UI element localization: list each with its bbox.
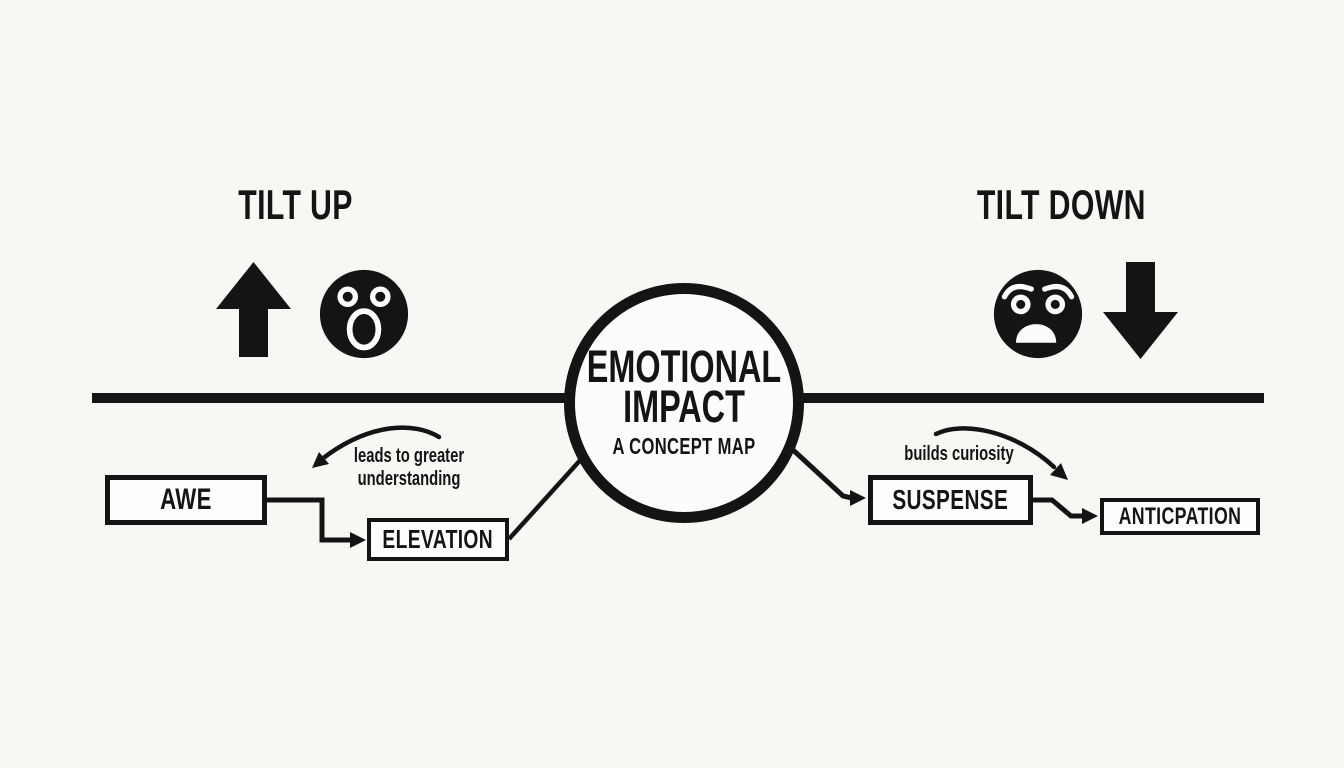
map-subtitle: A CONCEPT MAP — [612, 433, 756, 459]
builds-curiosity-annotation: builds curiosity — [849, 443, 1069, 466]
anguished-face-icon — [992, 268, 1084, 360]
leads-to-annotation-line2: understanding — [357, 468, 461, 490]
circle-to-suspense-arrowhead — [850, 490, 866, 506]
circle-text-block: EMOTIONAL IMPACT A CONCEPT MAP — [586, 341, 782, 459]
leads-to-annotation: leads to greater understanding — [299, 445, 519, 491]
node-elevation-label: ELEVATION — [382, 524, 494, 554]
surprised-face-icon — [318, 268, 410, 360]
awe-to-elevation-connector — [267, 497, 351, 543]
node-elevation: ELEVATION — [367, 518, 509, 561]
node-anticpation: ANTICPATION — [1100, 498, 1260, 535]
node-suspense: SUSPENSE — [868, 475, 1033, 525]
awe-to-elevation-arrowhead — [350, 532, 366, 548]
suspense-to-anticpation-connector — [1033, 497, 1084, 519]
up-arrow-icon — [216, 262, 291, 357]
map-title-line2: IMPACT — [623, 381, 745, 432]
tilt-down-heading-text: TILT DOWN — [976, 181, 1146, 228]
tilt-up-heading-text: TILT UP — [238, 181, 354, 228]
suspense-to-anticpation-arrowhead — [1082, 508, 1098, 524]
emotional-impact-circle: EMOTIONAL IMPACT A CONCEPT MAP — [564, 283, 804, 523]
builds-curiosity-annotation-line1: builds curiosity — [904, 443, 1014, 465]
circle-to-elevation-connector — [507, 454, 586, 541]
leads-to-annotation-line1: leads to greater — [353, 445, 465, 467]
node-anticpation-label: ANTICPATION — [1118, 502, 1242, 530]
circle-to-suspense-connector — [790, 447, 853, 501]
node-suspense-label: SUSPENSE — [892, 484, 1009, 515]
node-awe-label: AWE — [160, 483, 212, 516]
node-awe: AWE — [105, 475, 267, 525]
down-arrow-icon — [1103, 262, 1178, 359]
tilt-up-heading: TILT UP — [196, 184, 396, 226]
tilt-down-heading: TILT DOWN — [944, 181, 1146, 228]
map-title-line1: EMOTIONAL — [586, 341, 782, 392]
